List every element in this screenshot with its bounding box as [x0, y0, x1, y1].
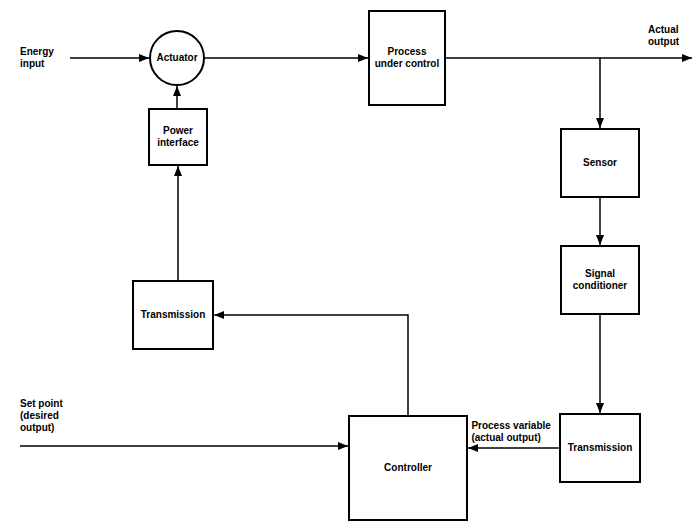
node-text: Transmission	[141, 309, 205, 321]
connector-arrow	[446, 58, 600, 128]
connector-arrow	[468, 447, 559, 449]
node-text: Controller	[384, 462, 432, 474]
transmission-box: Transmission	[132, 280, 214, 350]
connector-arrow	[599, 315, 601, 413]
node-text: Process under control	[374, 46, 440, 70]
actuator-circle: Actuator	[149, 30, 205, 86]
set-point-label: Set point (desired output)	[20, 398, 92, 434]
connector-arrow	[177, 166, 179, 280]
node-text: Signal conditioner	[566, 268, 634, 292]
signal-label: Process variable (actual output)	[471, 420, 555, 444]
process-box: Process under control	[368, 10, 446, 106]
signal-conditioner-box: Signal conditioner	[560, 245, 640, 315]
actual-output-label: Actual output	[648, 24, 692, 48]
circle-shape	[150, 31, 204, 85]
connector-arrow	[214, 315, 408, 415]
actual-output-arrow	[600, 57, 692, 59]
connector-group	[177, 58, 600, 448]
energy-input-arrow	[70, 57, 149, 59]
power-interface-box: Power interface	[148, 108, 208, 166]
connector-arrow	[176, 86, 178, 108]
node-text: Transmission	[568, 442, 632, 454]
energy-input-label: Energy input	[20, 46, 68, 70]
node-text: Power interface	[154, 125, 202, 149]
node-text: Sensor	[583, 157, 617, 169]
node-text: Actuator	[156, 52, 197, 64]
transmission-box: Transmission	[559, 413, 641, 483]
sensor-box: Sensor	[560, 128, 640, 198]
set-point-arrow	[20, 445, 348, 447]
controller-box: Controller	[348, 415, 468, 521]
connector-arrow	[599, 198, 601, 245]
connector-arrow	[205, 57, 368, 59]
